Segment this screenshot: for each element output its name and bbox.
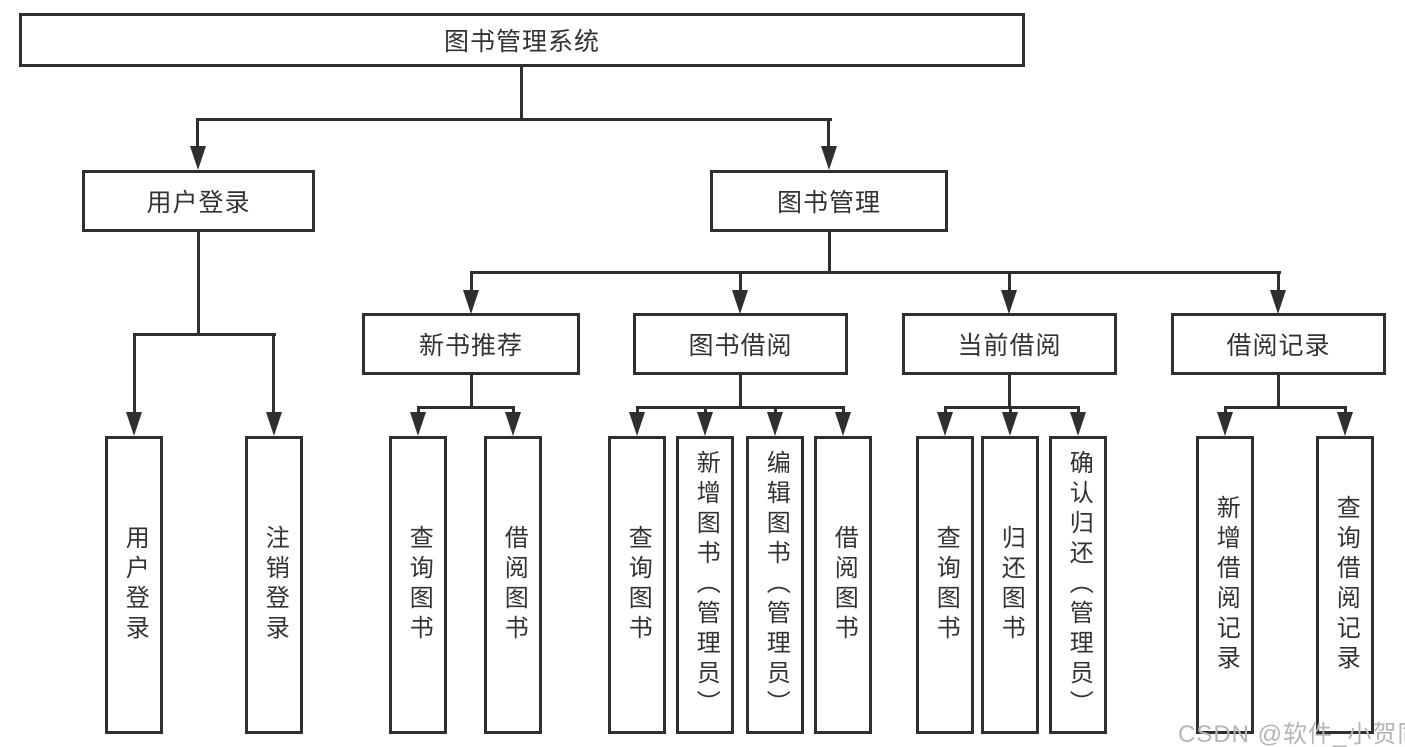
leaf-cb-query-books-label: 查询图书 bbox=[932, 525, 960, 645]
node-current-borrow: 当前借阅 bbox=[902, 313, 1117, 375]
connector-drop-cb-confirm bbox=[1077, 406, 1080, 416]
connector-root-bus bbox=[196, 118, 832, 121]
leaf-nb-query-books-label: 查询图书 bbox=[405, 525, 433, 645]
connector-drop-bb-borrow bbox=[842, 406, 845, 416]
leaf-br-query-record-label: 查询借阅记录 bbox=[1332, 495, 1360, 675]
arrowhead-current-borrow bbox=[1001, 290, 1017, 314]
node-user-login: 用户登录 bbox=[82, 170, 315, 232]
connector-drop-leaf-login bbox=[133, 333, 136, 413]
arrowhead-nb-query bbox=[410, 412, 426, 436]
arrowhead-user-login bbox=[190, 146, 206, 170]
connector-drop-bb-query bbox=[636, 406, 639, 416]
arrowhead-bb-borrow bbox=[835, 412, 851, 436]
connector-drop-cb-return bbox=[1009, 406, 1012, 416]
leaf-nb-borrow-books-label: 借阅图书 bbox=[500, 525, 528, 645]
node-new-book-recommend-label: 新书推荐 bbox=[418, 332, 523, 360]
connector-drop-br-query bbox=[1344, 406, 1347, 416]
node-borrow-records: 借阅记录 bbox=[1171, 313, 1386, 375]
arrowhead-cb-return bbox=[1002, 412, 1018, 436]
connector-book-borrow-bus bbox=[636, 406, 844, 409]
arrowhead-book-borrow bbox=[732, 290, 748, 314]
connector-drop-user-login bbox=[196, 118, 199, 150]
connector-drop-borrow-records bbox=[1277, 271, 1280, 293]
connector-drop-bb-edit bbox=[774, 406, 777, 416]
connector-drop-new-book bbox=[470, 271, 473, 293]
connector-current-borrow-stem bbox=[1008, 375, 1011, 408]
leaf-cb-query-books: 查询图书 bbox=[916, 436, 974, 734]
arrowhead-bb-add bbox=[697, 412, 713, 436]
connector-drop-book-management bbox=[827, 118, 830, 150]
node-user-login-label: 用户登录 bbox=[146, 189, 251, 217]
connector-new-book-stem bbox=[470, 375, 473, 408]
leaf-br-query-record: 查询借阅记录 bbox=[1316, 436, 1374, 734]
connector-drop-nb-borrow bbox=[512, 406, 515, 416]
node-library-system-label: 图书管理系统 bbox=[443, 28, 600, 56]
connector-book-management-stem bbox=[828, 232, 831, 273]
connector-drop-current-borrow bbox=[1008, 271, 1011, 293]
node-library-system: 图书管理系统 bbox=[19, 13, 1025, 67]
arrowhead-borrow-records bbox=[1270, 290, 1286, 314]
arrowhead-bb-query bbox=[629, 412, 645, 436]
connector-book-borrow-stem bbox=[739, 375, 742, 408]
leaf-bb-edit-books-admin: 编辑图书（管理员） bbox=[746, 436, 804, 734]
connector-drop-cb-query bbox=[944, 406, 947, 416]
node-current-borrow-label: 当前借阅 bbox=[957, 332, 1062, 360]
leaf-nb-query-books: 查询图书 bbox=[389, 436, 447, 734]
arrowhead-cb-query bbox=[937, 412, 953, 436]
leaf-br-add-record-label: 新增借阅记录 bbox=[1212, 495, 1240, 675]
node-book-borrow: 图书借阅 bbox=[633, 313, 848, 375]
connector-book-management-bus bbox=[470, 271, 1281, 274]
leaf-bb-edit-books-admin-label: 编辑图书（管理员） bbox=[762, 450, 790, 720]
arrowhead-br-query bbox=[1337, 412, 1353, 436]
connector-root-stem bbox=[520, 67, 523, 120]
leaf-user-login: 用户登录 bbox=[105, 436, 163, 734]
connector-drop-bb-add bbox=[704, 406, 707, 416]
node-new-book-recommend: 新书推荐 bbox=[362, 313, 580, 375]
leaf-bb-borrow-books: 借阅图书 bbox=[814, 436, 872, 734]
connector-drop-leaf-logout bbox=[272, 333, 275, 413]
leaf-bb-query-books-label: 查询图书 bbox=[624, 525, 652, 645]
connector-borrow-records-bus bbox=[1224, 406, 1346, 409]
arrowhead-book-management bbox=[821, 146, 837, 170]
arrowhead-br-add bbox=[1217, 412, 1233, 436]
arrowhead-cb-confirm bbox=[1070, 412, 1086, 436]
leaf-cb-return-books: 归还图书 bbox=[981, 436, 1039, 734]
leaf-logout-label: 注销登录 bbox=[261, 525, 289, 645]
leaf-cb-return-books-label: 归还图书 bbox=[997, 525, 1025, 645]
arrowhead-new-book bbox=[463, 290, 479, 314]
leaf-bb-add-books-admin: 新增图书（管理员） bbox=[676, 436, 734, 734]
connector-drop-nb-query bbox=[417, 406, 420, 416]
leaf-cb-confirm-return-admin: 确认归还（管理员） bbox=[1049, 436, 1107, 734]
connector-new-book-bus bbox=[417, 406, 515, 409]
arrowhead-nb-borrow bbox=[505, 412, 521, 436]
node-book-management-label: 图书管理 bbox=[776, 189, 881, 217]
leaf-logout: 注销登录 bbox=[245, 436, 303, 734]
node-book-management: 图书管理 bbox=[710, 170, 948, 232]
connector-borrow-records-stem bbox=[1277, 375, 1280, 408]
leaf-bb-add-books-admin-label: 新增图书（管理员） bbox=[692, 450, 720, 720]
arrowhead-leaf-login bbox=[126, 412, 142, 436]
connector-user-login-stem bbox=[197, 232, 200, 335]
leaf-bb-borrow-books-label: 借阅图书 bbox=[830, 525, 858, 645]
node-book-borrow-label: 图书借阅 bbox=[688, 332, 793, 360]
leaf-cb-confirm-return-admin-label: 确认归还（管理员） bbox=[1065, 450, 1093, 720]
csdn-watermark: CSDN @软件_小贺同学 bbox=[1178, 721, 1405, 747]
arrowhead-bb-edit bbox=[767, 412, 783, 436]
leaf-user-login-label: 用户登录 bbox=[121, 525, 149, 645]
leaf-bb-query-books: 查询图书 bbox=[608, 436, 666, 734]
connector-user-login-bus bbox=[133, 333, 276, 336]
leaf-br-add-record: 新增借阅记录 bbox=[1196, 436, 1254, 734]
connector-drop-br-add bbox=[1224, 406, 1227, 416]
leaf-nb-borrow-books: 借阅图书 bbox=[484, 436, 542, 734]
node-borrow-records-label: 借阅记录 bbox=[1226, 332, 1331, 360]
arrowhead-leaf-logout bbox=[266, 412, 282, 436]
connector-drop-book-borrow bbox=[739, 271, 742, 293]
